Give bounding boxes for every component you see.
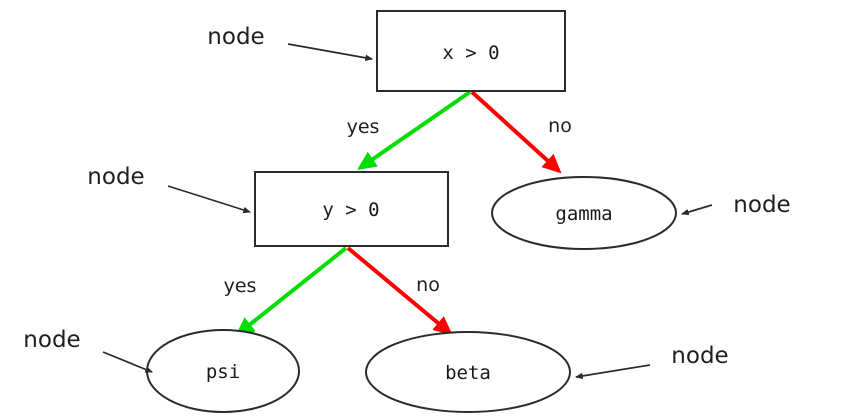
annotation-gamma-label: node [733,192,790,218]
node-psi-label: psi [206,361,240,383]
edge-root-yes [357,90,472,170]
node-beta-shape[interactable] [365,331,571,413]
node-root[interactable]: x > 0 [376,10,566,92]
node-gamma[interactable]: gamma [491,176,677,250]
node-gamma-shape[interactable] [491,176,677,250]
edge-inner-yes [235,246,348,337]
node-inner-label: y > 0 [322,199,379,221]
node-beta-label: beta [445,362,491,384]
edge-inner-no [346,246,453,336]
annotation-psi-leader [102,351,153,373]
edge-label-root-yes: yes [347,116,380,138]
annotation-gamma-leader [680,204,713,216]
annotation-beta-leader [574,364,651,380]
node-root-shape[interactable] [376,10,566,92]
nodes-layer: x > 0 y > 0 gamma psi beta [146,10,677,413]
annotation-inner-leader [167,185,252,214]
annotation-gamma: node [680,192,791,218]
edge-labels-layer: yes no yes no [224,115,572,297]
edge-label-inner-yes: yes [224,275,257,297]
annotation-root: node [207,24,374,62]
annotation-beta-label: node [671,343,728,369]
edge-label-inner-no: no [416,274,440,296]
annotation-root-label: node [207,24,264,50]
annotation-psi-label: node [23,327,80,353]
annotation-inner: node [87,164,252,214]
edge-root-no [470,90,562,174]
node-gamma-label: gamma [555,203,612,225]
annotation-beta: node [574,343,729,380]
edges-layer [235,90,562,337]
node-psi[interactable]: psi [146,329,300,413]
node-root-label: x > 0 [442,42,499,64]
annotations-layer: node node node node node [23,24,791,380]
annotation-inner-label: node [87,164,144,190]
annotation-root-leader [287,43,374,62]
node-inner-shape[interactable] [254,171,449,247]
annotation-psi: node [23,327,153,373]
node-inner[interactable]: y > 0 [254,171,449,247]
node-beta[interactable]: beta [365,331,571,413]
edge-label-root-no: no [548,115,572,137]
